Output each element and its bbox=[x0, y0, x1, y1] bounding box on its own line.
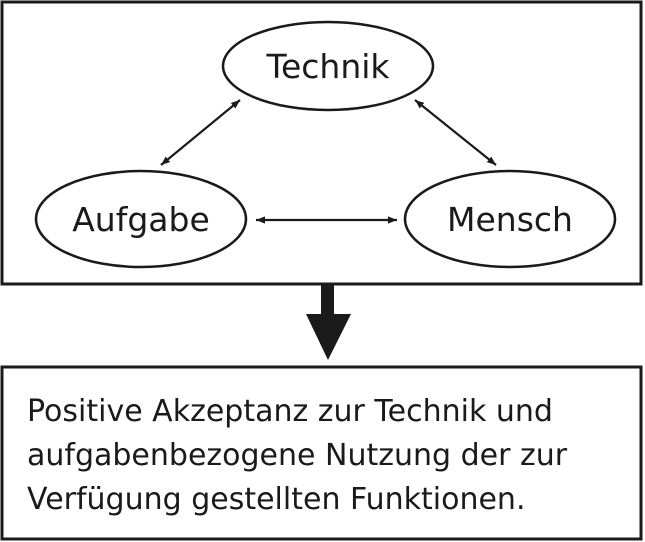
node-mensch-label: Mensch bbox=[447, 200, 573, 239]
node-aufgabe: Aufgabe bbox=[34, 169, 248, 269]
result-line: Verfügung gestellten Funktionen. bbox=[27, 482, 526, 517]
result-line: aufgabenbezogene Nutzung der zur bbox=[27, 438, 568, 473]
node-technik-ellipse bbox=[221, 20, 435, 112]
node-technik: Technik bbox=[221, 20, 435, 112]
node-mensch-ellipse bbox=[403, 169, 617, 269]
node-mensch: Mensch bbox=[403, 169, 617, 269]
node-aufgabe-label: Aufgabe bbox=[72, 200, 210, 239]
result-arrow-shaft bbox=[321, 285, 334, 315]
result-arrow bbox=[306, 285, 351, 360]
node-technik-label: Technik bbox=[265, 47, 390, 86]
edge-technik-aufgabe bbox=[160, 99, 241, 166]
result-line: Positive Akzeptanz zur Technik und bbox=[27, 394, 553, 429]
node-aufgabe-ellipse bbox=[34, 169, 248, 269]
edge-technik-mensch bbox=[414, 99, 497, 166]
result-arrow-head bbox=[306, 314, 351, 360]
result-box bbox=[0, 365, 643, 541]
